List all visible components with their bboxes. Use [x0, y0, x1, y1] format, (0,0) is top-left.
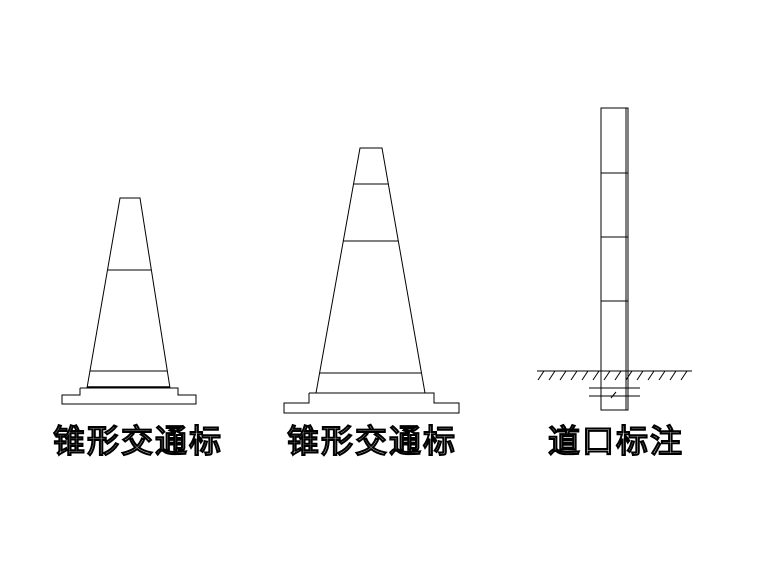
hatch-mark [680, 370, 688, 381]
hatch-mark [647, 370, 655, 381]
hatch-mark [592, 370, 600, 381]
hatch-mark [614, 370, 622, 381]
hatch-mark [548, 370, 556, 381]
cone-large-body [315, 147, 426, 394]
hatch-mark [625, 370, 633, 381]
hatch-mark [581, 370, 589, 381]
post-body [600, 107, 629, 411]
cone-small-base [61, 387, 197, 405]
post-break-mark [610, 391, 617, 399]
hatch-mark [559, 370, 567, 381]
cone-large-base [283, 392, 460, 414]
label-cone-small: 锥形交通标 [52, 422, 223, 461]
traffic-cone-small [61, 197, 197, 405]
crossing-post [537, 107, 692, 411]
hatch-mark [669, 370, 677, 381]
hatch-mark [603, 370, 611, 381]
hatch-mark [537, 370, 545, 381]
hatch-mark [570, 370, 578, 381]
label-crossing-post: 道口标注 [547, 422, 684, 461]
label-cone-large: 锥形交通标 [286, 422, 457, 461]
hatch-mark [658, 370, 666, 381]
traffic-cone-large [283, 147, 460, 414]
hatch-mark [636, 370, 644, 381]
cone-small-body [86, 197, 171, 389]
ground-hatching [537, 370, 688, 381]
